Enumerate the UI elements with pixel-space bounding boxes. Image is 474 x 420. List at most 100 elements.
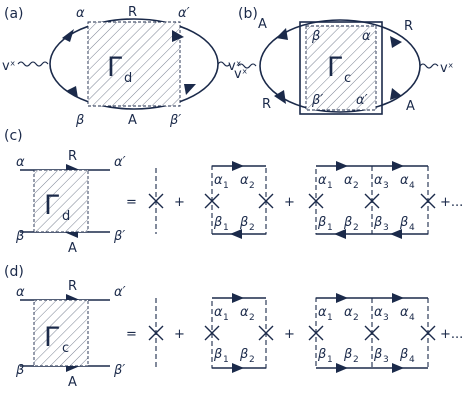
subscript: 1	[223, 313, 229, 323]
label-beta-4: β	[399, 215, 408, 230]
vertex-gamma-d-box	[33, 169, 89, 233]
label-beta-1: β	[213, 347, 222, 362]
label-alpha-4: α	[400, 173, 409, 188]
arrow-icon	[392, 161, 404, 171]
label-beta-3: β	[373, 215, 382, 230]
label-beta-prime: β′	[311, 93, 323, 108]
subscript: 2	[249, 313, 255, 323]
label-beta: β	[311, 29, 320, 44]
gamma-c-symbol: Γ	[327, 52, 342, 83]
cross-icon	[308, 325, 324, 341]
wavy-vertex-right-icon	[419, 63, 439, 69]
subscript: 2	[249, 355, 255, 365]
gamma-c-subscript: c	[62, 341, 69, 356]
label-alpha: α	[76, 6, 85, 21]
arrow-icon	[232, 363, 244, 373]
label-beta-4: β	[399, 347, 408, 362]
wavy-vertex-left-icon	[237, 63, 257, 69]
label-beta-2: β	[239, 347, 248, 362]
equals-sign: =	[126, 195, 137, 210]
plus-sign: +	[174, 327, 185, 342]
label-beta-prime: β′	[169, 113, 181, 128]
label-beta-2: β	[239, 215, 248, 230]
label-alpha-3: α	[374, 173, 383, 188]
label-alpha-4: α	[400, 305, 409, 320]
panel-label-b: (b)	[238, 6, 258, 22]
subscript: 2	[353, 181, 359, 191]
label-beta-2: β	[343, 215, 352, 230]
cross-icon	[420, 325, 436, 341]
label-alpha-2: α	[240, 305, 249, 320]
label-alpha: α	[362, 29, 371, 44]
label-beta-1: β	[317, 215, 326, 230]
cross-icon	[364, 193, 380, 209]
plus-sign: +	[174, 195, 185, 210]
arrow-icon	[172, 30, 184, 42]
panel-label-c: (c)	[4, 128, 23, 144]
label-alpha: α	[16, 155, 25, 170]
label-alpha-prime: α′	[178, 6, 190, 21]
subscript: 1	[327, 223, 333, 233]
cross-icon	[148, 325, 164, 341]
arrow-icon	[66, 86, 78, 98]
arrow-icon	[232, 161, 244, 171]
arrow-icon	[230, 229, 242, 239]
subscript: 4	[409, 223, 415, 233]
gamma-d-subscript: d	[124, 71, 132, 86]
cross-icon	[364, 325, 380, 341]
continuation-ellipsis: +...	[440, 327, 463, 342]
cross-icon	[420, 193, 436, 209]
label-alpha-3: α	[374, 305, 383, 320]
arrow-icon	[232, 293, 244, 303]
label-alpha-2: α	[344, 173, 353, 188]
subscript: 2	[353, 313, 359, 323]
vx-right: vˣ	[440, 61, 454, 76]
label-alpha: α	[16, 285, 25, 300]
arrow-icon	[392, 363, 404, 373]
arrow-icon	[334, 229, 346, 239]
label-a-bottom: A	[406, 99, 415, 114]
label-a: A	[128, 113, 137, 128]
label-beta-1: β	[213, 215, 222, 230]
vertex-gamma-d-box	[87, 21, 181, 107]
wavy-vertex-left-icon	[17, 61, 49, 67]
subscript: 1	[327, 181, 333, 191]
arrow-icon	[184, 84, 196, 95]
cross-icon	[204, 193, 220, 209]
vx-left: vˣ	[234, 67, 248, 82]
gamma-d-subscript: d	[62, 209, 70, 224]
label-r: R	[68, 149, 77, 164]
label-alpha-prime: α′	[356, 93, 368, 108]
subscript: 1	[223, 181, 229, 191]
label-alpha-prime: α′	[114, 155, 126, 170]
arrow-icon	[276, 28, 288, 40]
vertex-gamma-c-box	[33, 299, 89, 367]
label-beta-prime: β′	[113, 229, 125, 244]
panel-label-a: (a)	[4, 6, 24, 22]
gamma-c-subscript: c	[344, 71, 351, 86]
subscript: 1	[327, 313, 333, 323]
label-beta-3: β	[373, 347, 382, 362]
label-r: R	[68, 279, 77, 294]
label-a: A	[68, 375, 77, 390]
label-alpha-2: α	[240, 173, 249, 188]
equals-sign: =	[126, 327, 137, 342]
label-alpha-1: α	[214, 305, 223, 320]
subscript: 4	[409, 181, 415, 191]
diagram-a: (a) Γ d vˣ vˣ α R α′ β A β′	[2, 5, 242, 128]
plus-sign: +	[284, 195, 295, 210]
label-alpha-1: α	[318, 173, 327, 188]
cross-icon	[308, 193, 324, 209]
label-r-top: R	[404, 19, 413, 34]
arrow-icon	[390, 88, 402, 100]
subscript: 2	[249, 223, 255, 233]
label-beta-prime: β′	[113, 363, 125, 378]
subscript: 4	[409, 355, 415, 365]
gamma-d-symbol: Γ	[44, 190, 59, 221]
arrow-icon	[62, 29, 74, 42]
wavy-vertex-right-icon	[217, 61, 231, 67]
subscript: 2	[249, 181, 255, 191]
subscript: 2	[353, 355, 359, 365]
equation-d: (d) Γ c α R α′ β A β′ = + α 1 α 2 β 1 β …	[4, 264, 463, 390]
